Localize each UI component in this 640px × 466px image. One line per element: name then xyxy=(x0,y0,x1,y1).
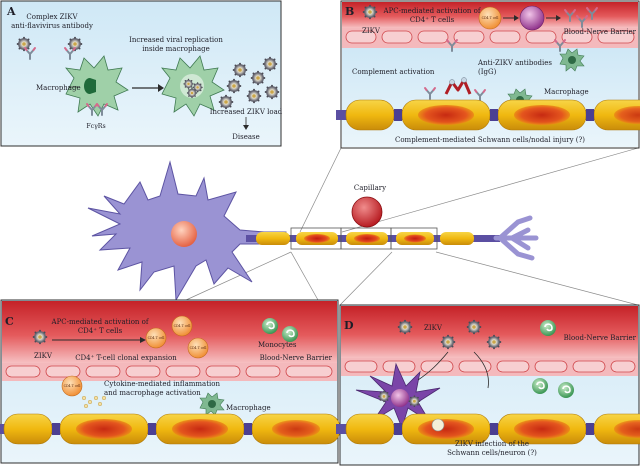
progression-arrow xyxy=(132,84,164,92)
apc-label-b-1: APC-mediated activation of xyxy=(383,7,482,15)
zoom-boxes xyxy=(290,227,438,250)
tcell-icon: CD4 T cell xyxy=(478,6,502,30)
infection-label-2: Schwann cells/neuron (?) xyxy=(447,449,537,457)
clonal-label: CD4⁺ T-cell clonal expansion xyxy=(75,354,177,362)
cytokine-label-2: and macrophage activation xyxy=(104,389,201,397)
tcell-tag: CD4 T cell xyxy=(64,384,81,388)
panel-d: D ZIKV Blood-Nerve Barrier ZIKV infectio… xyxy=(335,304,640,466)
tcell-tag: CD4 T cell xyxy=(174,324,191,328)
capillary-icon xyxy=(351,196,383,228)
bnb-label-b: Blood-Nerve Barrier xyxy=(564,28,637,36)
tcell-tag: CD4 T cell xyxy=(148,336,165,340)
macrophage-label-b: Macrophage xyxy=(544,88,589,96)
replication-label-1: Increased viral replication xyxy=(129,36,223,44)
anti-flavivirus-label: anti-flavivirus antibody xyxy=(11,22,93,30)
panel-d-letter: D xyxy=(344,319,354,332)
endothelial-layer xyxy=(341,358,638,376)
tcell-extravasated-icon: CD4 T cell xyxy=(61,375,83,397)
increased-load-label: Increased ZIKV load xyxy=(210,108,283,116)
apc-label-b-2: CD4⁺ T cells xyxy=(410,16,455,24)
macrophage-label-c: Macrophage xyxy=(226,404,271,412)
panel-c-letter: C xyxy=(5,315,14,328)
infected-macrophage-icon xyxy=(161,55,225,117)
complex-zikv-label: Complex ZIKV xyxy=(26,13,78,21)
monocyte-icon xyxy=(539,319,557,337)
zikv-label-c: ZIKV xyxy=(34,352,53,360)
infected-schwann-nucleus xyxy=(431,418,445,432)
cytokine-dots xyxy=(81,396,106,409)
injury-label: Complement-mediated Schwann cells/nodal … xyxy=(395,136,585,144)
monocytes-label: Monocytes xyxy=(258,341,297,349)
tcell-tag: CD4 T cell xyxy=(190,346,207,350)
replication-label-2: inside macrophage xyxy=(142,45,210,53)
zikv-virion-icon xyxy=(397,319,413,335)
zoom-connectors xyxy=(185,147,639,306)
antibodies-label-1: Anti-ZIKV antibodies xyxy=(477,59,552,67)
myelin-segments xyxy=(256,232,474,245)
arrow-b xyxy=(503,15,519,21)
panel-c: C APC-mediated activation of CD4⁺ T cell… xyxy=(0,299,355,464)
macrophage-icon xyxy=(65,55,129,117)
panel-a: A Complex ZIKV anti-flavivirus antibody … xyxy=(0,0,283,147)
infection-label-1: ZIKV infection of the xyxy=(455,440,529,448)
tcell-tag: CD4 T cell xyxy=(482,16,499,20)
monocyte-icon xyxy=(261,317,279,335)
arrow-b2 xyxy=(546,15,561,21)
monocyte-icon xyxy=(531,377,549,395)
zikv-virion-icon xyxy=(486,334,502,350)
endothelial-layer xyxy=(2,363,337,381)
bnb-label-d: Blood-Nerve Barrier xyxy=(564,334,637,342)
panel-b: B ZIKV APC-mediated activation of CD4⁺ T… xyxy=(335,0,640,149)
macrophage-label: Macrophage xyxy=(36,84,81,92)
disease-label: Disease xyxy=(232,133,260,141)
apc-label-c-2: CD4⁺ T cells xyxy=(78,327,123,335)
fcgr-label: FcγRs xyxy=(86,123,105,130)
endothelial-layer xyxy=(342,28,638,48)
zikv-virion-icon xyxy=(362,4,378,20)
panel-a-letter: A xyxy=(6,5,16,18)
apc-label-c-1: APC-mediated activation of xyxy=(51,318,150,326)
complement-label: Complement activation xyxy=(352,68,435,76)
activation-arrow xyxy=(52,337,146,343)
infection-arrows xyxy=(417,351,489,389)
panel-b-letter: B xyxy=(345,5,354,18)
zikv-virion-icon xyxy=(16,36,32,52)
zikv-virion-icon xyxy=(440,334,456,350)
zikv-label-b: ZIKV xyxy=(362,27,381,35)
monocyte-icon xyxy=(557,381,575,399)
tcell-cluster: CD4 T cell CD4 T cell CD4 T cell xyxy=(145,315,209,359)
capillary: Capillary xyxy=(351,184,386,228)
b-cell-icon xyxy=(519,5,545,31)
antibodies-label-2: (IgG) xyxy=(478,68,497,76)
axon-terminal xyxy=(493,215,539,261)
capillary-label: Capillary xyxy=(354,184,386,192)
complement-complex-icon xyxy=(444,77,472,95)
zikv-label-d: ZIKV xyxy=(424,324,443,332)
disease-arrow xyxy=(243,117,249,130)
neuron xyxy=(87,160,539,302)
bnb-label-c: Blood-Nerve Barrier xyxy=(260,354,333,362)
cytokine-label-1: Cytokine-mediated inflammation xyxy=(104,380,220,388)
zikv-virion-icon xyxy=(466,319,482,335)
neuron-nucleus xyxy=(171,221,197,247)
monocyte-icon xyxy=(281,325,299,343)
zikv-virion-icon xyxy=(32,329,48,345)
infected-neuron-icon xyxy=(355,362,441,430)
